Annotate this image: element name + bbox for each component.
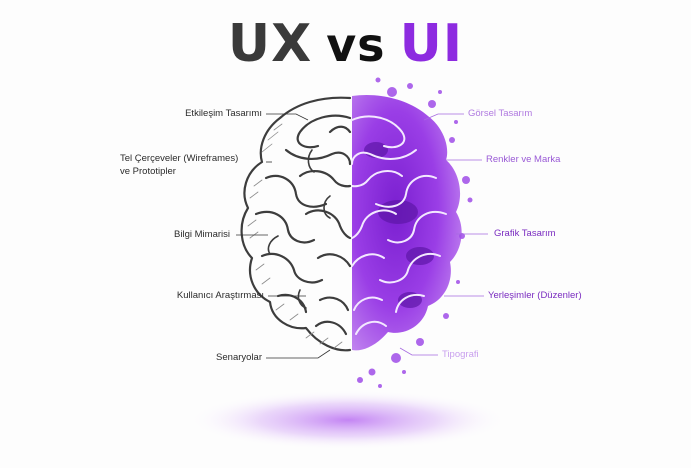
title-vs: vs: [326, 18, 386, 72]
title-ux: UX: [227, 14, 313, 74]
ui-leader-lines: [399, 113, 488, 356]
ux-label-wireframes-line1: Tel Çerçeveler (Wireframes): [120, 153, 239, 164]
ux-label-kullanici-arastirmasi: Kullanıcı Araştırması: [176, 290, 264, 301]
glow-shadow: [188, 390, 508, 450]
ui-label-yerlesimler: Yerleşimler (Düzenler): [488, 290, 582, 301]
right-hemisphere-ui: [351, 77, 473, 388]
ux-label-wireframes-line2: ve Prototipler: [120, 166, 176, 177]
ui-label-gorsel-tasarim: Görsel Tasarım: [468, 108, 533, 119]
ui-label-tipografi: Tipografi: [442, 349, 479, 360]
ui-label-renkler-marka: Renkler ve Marka: [486, 154, 561, 165]
ux-label-etkilesim: Etkileşim Tasarımı: [185, 108, 262, 119]
ux-label-bilgi-mimarisi: Bilgi Mimarisi: [174, 229, 230, 240]
title-ui: UI: [399, 14, 464, 74]
ux-leader-lines: [236, 113, 331, 359]
ui-label-grafik-tasarim: Grafik Tasarım: [494, 228, 556, 239]
ux-label-senaryolar: Senaryolar: [216, 352, 262, 363]
left-hemisphere-ux: [240, 96, 352, 352]
